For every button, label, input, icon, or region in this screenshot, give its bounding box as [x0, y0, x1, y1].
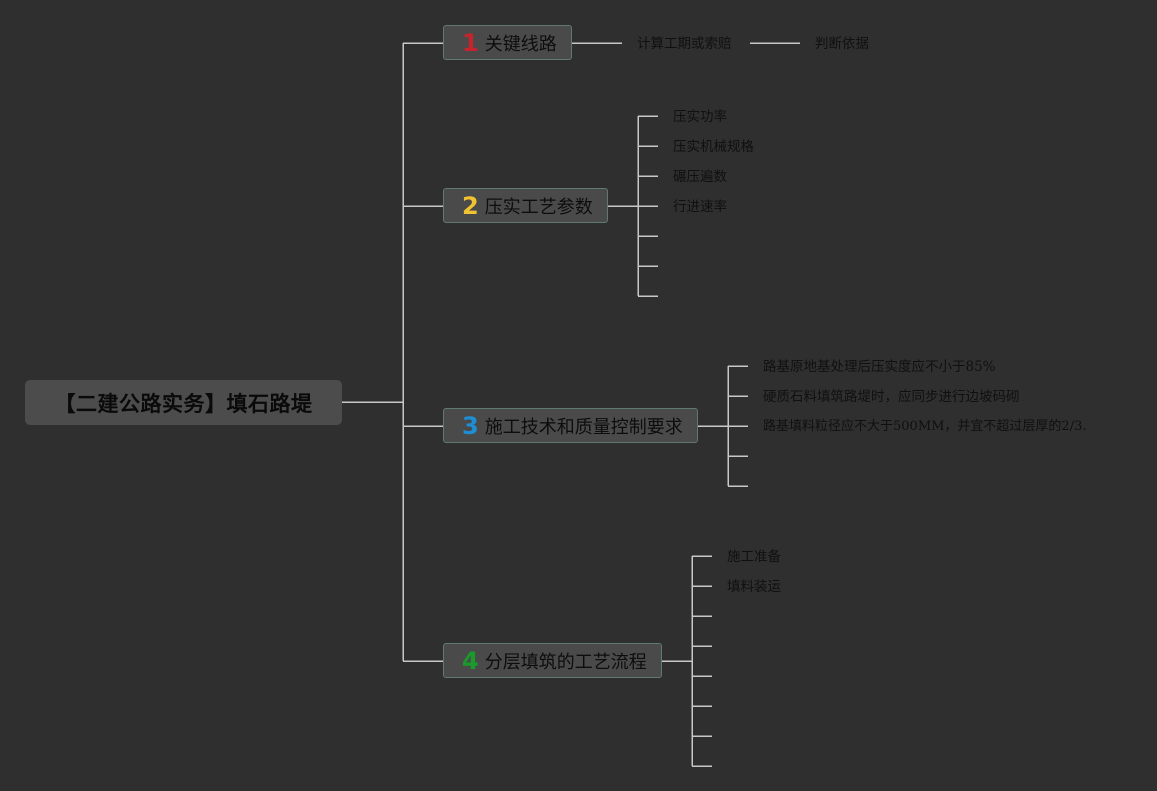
topic-label: 施工技术和质量控制要求 — [484, 416, 683, 438]
leaf-item[interactable]: 计算工期或索赔 — [637, 36, 732, 52]
leaf-item[interactable]: 行进速率 — [673, 199, 727, 215]
topic-label: 分层填筑的工艺流程 — [484, 651, 647, 673]
leaf-item[interactable]: 填料装运 — [727, 579, 781, 595]
topic-label: 压实工艺参数 — [484, 196, 593, 218]
leaf-item[interactable]: 压实机械规格 — [673, 139, 754, 155]
topic-critical-path[interactable]: 1 关键线路 — [443, 25, 572, 60]
topic-number-2: 2 — [462, 191, 479, 220]
leaf-item[interactable]: 施工准备 — [727, 549, 781, 565]
leaf-item[interactable]: 路基填料粒径应不大于500MM，并宜不超过层厚的2/3. — [763, 419, 1087, 434]
topic-layered-filling[interactable]: 4 分层填筑的工艺流程 — [443, 643, 662, 678]
topic-compaction-params[interactable]: 2 压实工艺参数 — [443, 188, 608, 223]
root-topic[interactable]: 【二建公路实务】填石路堤 — [25, 380, 342, 425]
topic-construction-quality[interactable]: 3 施工技术和质量控制要求 — [443, 408, 698, 443]
root-title: 【二建公路实务】填石路堤 — [54, 391, 313, 416]
topic-number-4: 4 — [462, 646, 479, 675]
topic-number-1: 1 — [462, 28, 479, 57]
leaf-item[interactable]: 碾压遍数 — [673, 169, 727, 185]
topic-label: 关键线路 — [484, 33, 557, 55]
leaf-item[interactable]: 路基原地基处理后压实度应不小于85% — [763, 359, 996, 375]
topic-number-3: 3 — [462, 411, 479, 440]
leaf-item[interactable]: 判断依据 — [815, 36, 869, 52]
leaf-item[interactable]: 压实功率 — [673, 109, 727, 125]
leaf-item[interactable]: 硬质石料填筑路堤时，应同步进行边坡码砌 — [763, 389, 1020, 405]
